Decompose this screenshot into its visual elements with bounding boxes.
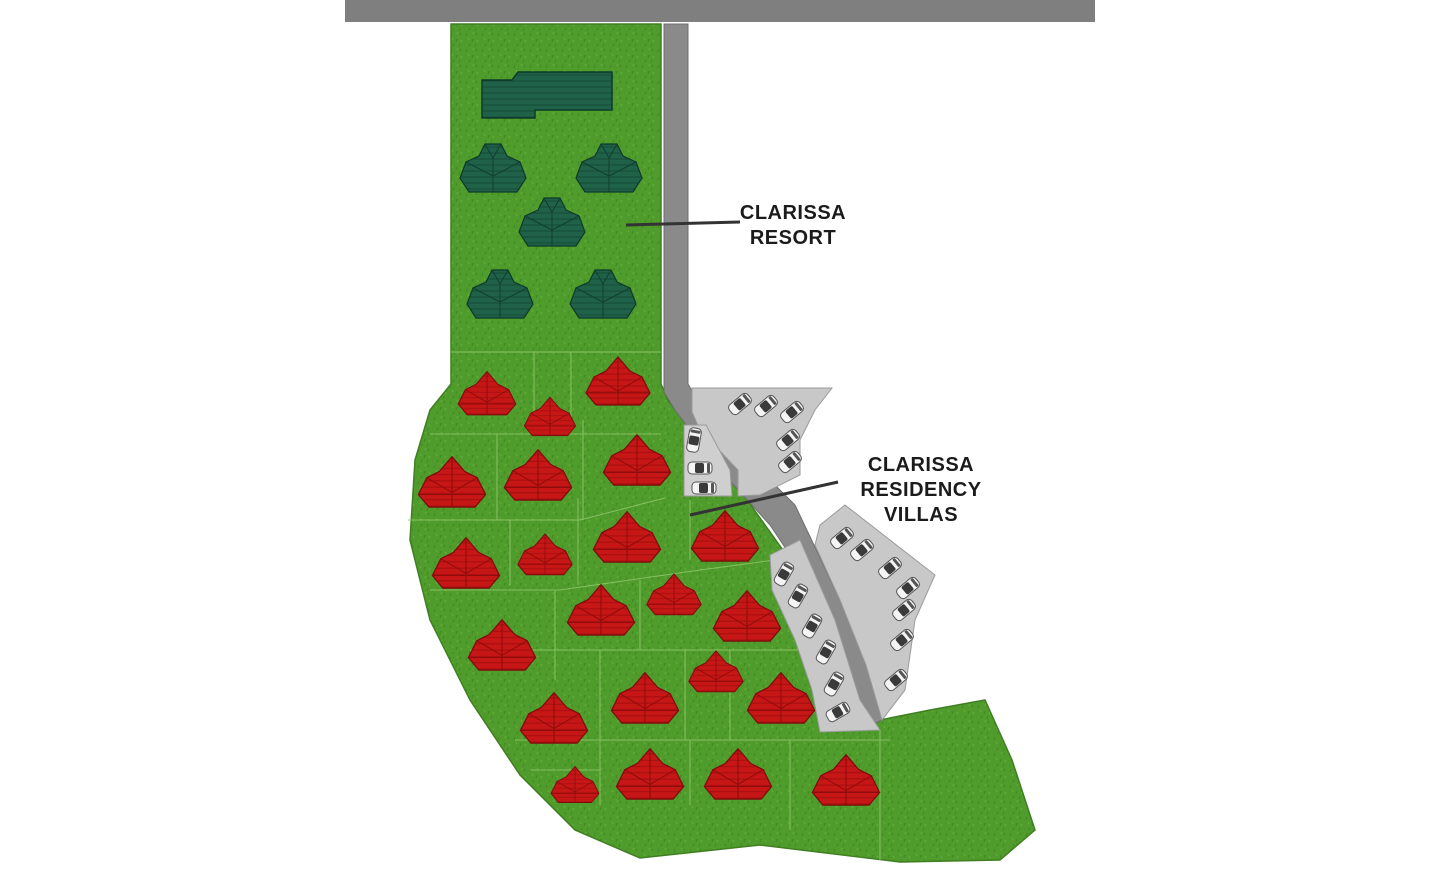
car-icon xyxy=(687,461,713,475)
top-road xyxy=(345,0,1095,22)
villas-leader-line xyxy=(689,480,839,517)
villas-label-line-1: CLARISSA xyxy=(867,454,975,476)
resort-label-line-2: RESORT xyxy=(749,227,837,249)
villas-label-line-3: VILLAS xyxy=(883,504,959,526)
resort-leader-line xyxy=(625,220,741,227)
resort-main-building xyxy=(481,71,613,119)
parking-area-east xyxy=(814,504,936,722)
villas-label-line-2: RESIDENCY xyxy=(860,479,982,501)
car-icon xyxy=(691,481,717,495)
clarissa-resort-label: CLARISSA RESORT xyxy=(733,201,853,251)
clarissa-residency-villas-label: CLARISSA RESIDENCY VILLAS xyxy=(846,453,996,528)
resort-label-line-1: CLARISSA xyxy=(739,202,847,224)
